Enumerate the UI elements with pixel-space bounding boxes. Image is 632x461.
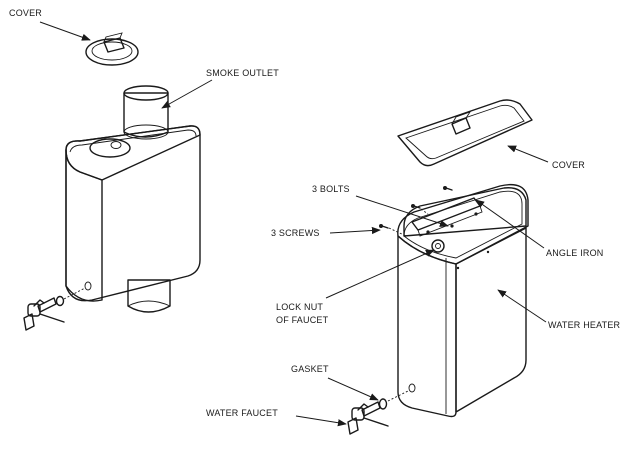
bolt-hole <box>474 212 478 216</box>
faucet-hole <box>84 281 92 291</box>
label-water-faucet: WATER FAUCET <box>206 408 278 418</box>
opening-nut <box>110 141 122 149</box>
label-smoke-outlet: SMOKE OUTLET <box>206 68 279 78</box>
label-lock-nut-line2: OF FAUCET <box>276 315 329 325</box>
water-faucet-right <box>347 401 389 435</box>
bottom-pipe <box>127 279 171 313</box>
cover-left <box>85 32 139 66</box>
top-opening <box>89 138 131 158</box>
water-heater-open <box>397 183 529 418</box>
leader-arrows <box>39 21 549 427</box>
bolt-hole <box>450 224 454 228</box>
faucet-hole <box>408 383 416 393</box>
assembled-heater <box>23 85 201 331</box>
lock-nut <box>431 239 445 253</box>
water-faucet-left <box>23 297 65 331</box>
label-three-bolts: 3 BOLTS <box>312 184 350 194</box>
heater-top-rim <box>397 183 529 265</box>
gasket-right <box>378 390 409 410</box>
label-gasket: GASKET <box>291 364 329 374</box>
heater-body-side <box>65 149 103 302</box>
cover-right <box>397 99 533 167</box>
label-angle-iron: ANGLE IRON <box>546 248 604 258</box>
label-cover-right: COVER <box>552 160 585 170</box>
label-water-heater: WATER HEATER <box>548 320 621 330</box>
loose-fasteners <box>379 186 453 237</box>
label-cover-left: COVER <box>9 8 42 18</box>
label-lock-nut-line1: LOCK NUT <box>276 302 323 312</box>
gasket-left <box>55 295 65 307</box>
heater-front-face <box>455 227 527 413</box>
bolt-hole <box>426 230 430 234</box>
label-three-screws: 3 SCREWS <box>271 228 320 238</box>
heater-body-front <box>65 125 201 302</box>
heater-left-face <box>397 235 457 418</box>
heater-top-face <box>65 125 201 181</box>
